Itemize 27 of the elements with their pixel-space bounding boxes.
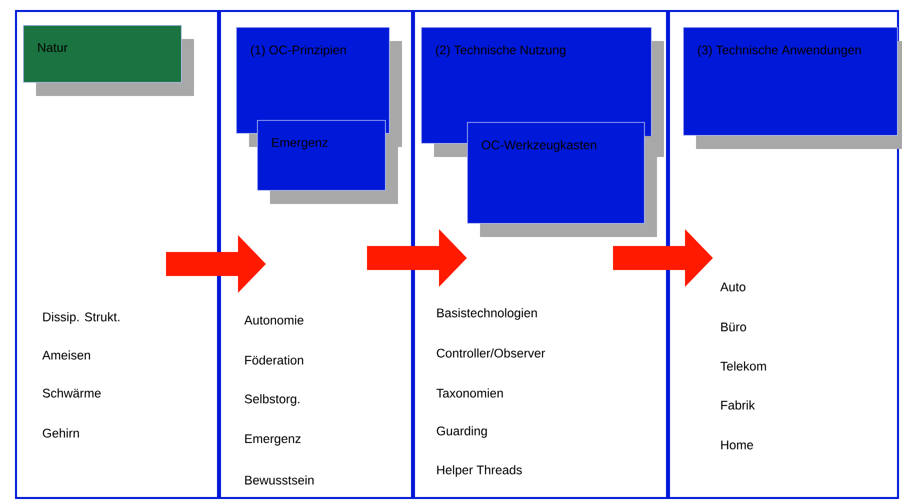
shadowed-box: OC-Werkzeugkasten	[467, 122, 657, 237]
list-item: Dissip. Strukt.	[43, 312, 120, 324]
column-panel	[413, 10, 668, 499]
list-item: Auto	[720, 282, 746, 292]
list-item: Helper Threads	[437, 465, 522, 477]
shadowed-box: Emergenz	[257, 120, 398, 204]
column-panel	[15, 10, 219, 499]
shadowed-box: (3) Technische Anwendungen	[683, 27, 902, 149]
list-item: Controller/Observer	[436, 348, 546, 358]
list-item: Gehirn	[42, 428, 79, 438]
list-item: Home	[721, 440, 753, 450]
list-item: Schwärme	[42, 388, 101, 398]
column-panel	[219, 10, 413, 499]
list-item: Ameisen	[42, 350, 90, 360]
list-item: Büro	[721, 322, 746, 332]
list-item: Selbstorg.	[244, 394, 300, 406]
list-item: Föderation	[245, 355, 304, 365]
column-panel	[668, 10, 899, 499]
list-item: Telekom	[720, 361, 766, 371]
list-item: Guarding	[436, 426, 487, 438]
list-item: Autonomie	[244, 315, 304, 325]
list-item: Bewusstsein	[245, 475, 314, 485]
shadowed-box: Natur	[23, 25, 194, 96]
list-item: Emergenz	[245, 434, 301, 446]
list-item: Basistechnologien	[437, 308, 537, 320]
list-item: Fabrik	[721, 400, 755, 410]
list-item: Taxonomien	[436, 388, 503, 398]
